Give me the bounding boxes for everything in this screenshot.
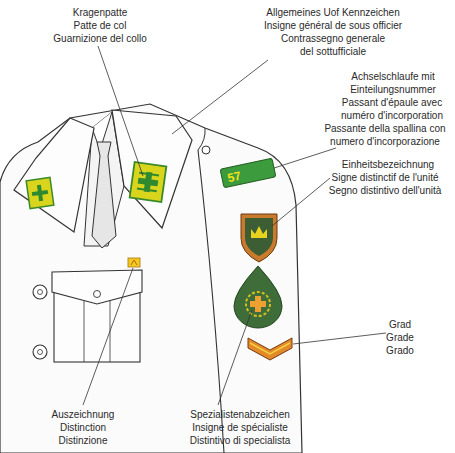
patch-bars <box>137 173 159 192</box>
leader-lines <box>83 46 386 405</box>
leader-line <box>172 60 268 134</box>
leader-line <box>98 46 143 176</box>
collar-patch-left <box>26 177 54 208</box>
button-center <box>38 290 43 295</box>
callout-label: Insigne de spécialiste <box>192 421 288 434</box>
specialist-badge <box>234 266 282 328</box>
callout-label: Achselschlaufe mit Einteilungsnummer <box>343 70 443 96</box>
left-collar <box>14 118 94 232</box>
crown-symbol <box>251 226 267 238</box>
callout-label: Segno distintivo dell'unità <box>329 184 442 197</box>
pocket-button <box>94 291 101 298</box>
shoulder-button <box>202 146 210 154</box>
collar-patch-right <box>130 162 167 202</box>
leader-line <box>83 268 133 405</box>
leader-line <box>218 310 252 405</box>
callout-label: Guarnizione del collo <box>53 32 146 45</box>
callout-label: Allgemeines Uof Kennzeichen <box>266 6 399 19</box>
button-center <box>38 350 43 355</box>
callout-label: Distinzione <box>59 434 108 447</box>
pin-symbol <box>131 260 137 265</box>
jacket-body <box>0 104 302 453</box>
tie <box>92 142 116 248</box>
cross-symbol <box>31 184 49 202</box>
callout-label: Spezialistenabzeichen <box>190 408 290 421</box>
chevron-stripe <box>250 343 290 354</box>
callout-label: Contrassegno generale del sottufficiale <box>277 32 389 58</box>
leader-line <box>293 333 386 344</box>
callout-label: Einheitsbezeichnung <box>342 158 434 171</box>
callout-label: Auszeichnung <box>52 408 115 421</box>
callout-label: Patte de col <box>74 19 127 32</box>
button <box>33 285 47 299</box>
callout-label: Grade <box>386 331 414 344</box>
cross-symbol <box>250 296 266 312</box>
unit-badge <box>241 214 277 262</box>
distinction-pin <box>128 258 140 267</box>
collar-patch <box>26 177 54 208</box>
cross-symbol <box>137 171 160 194</box>
callout-label: Passant d'épaule avec numéro d'incorpora… <box>335 96 449 122</box>
callout-label: Distinction <box>60 421 106 434</box>
callout-label: Grado <box>386 344 414 357</box>
rank-chevron <box>248 338 292 360</box>
button <box>33 345 47 359</box>
incorporation-number: 57 <box>226 168 242 186</box>
callout-label: Passante della spallina con numero d'inc… <box>315 122 455 148</box>
leader-line <box>272 178 330 226</box>
pocket-flap <box>52 270 142 304</box>
callout-label: Kragenpatte <box>73 6 128 19</box>
pocket-pleat <box>84 300 110 362</box>
collar-patch <box>130 162 167 202</box>
callout-label: Signe distinctif de l'unité <box>332 171 439 184</box>
callout-label: Grad <box>389 318 411 331</box>
callout-label: Distintivo di specialista <box>190 434 291 447</box>
wreath-symbol <box>246 292 270 316</box>
unit-badge-field <box>245 218 273 256</box>
sleeve-seam <box>198 150 224 453</box>
callout-label: Insigne général de sous officier <box>264 19 402 32</box>
leader-line <box>268 148 336 170</box>
